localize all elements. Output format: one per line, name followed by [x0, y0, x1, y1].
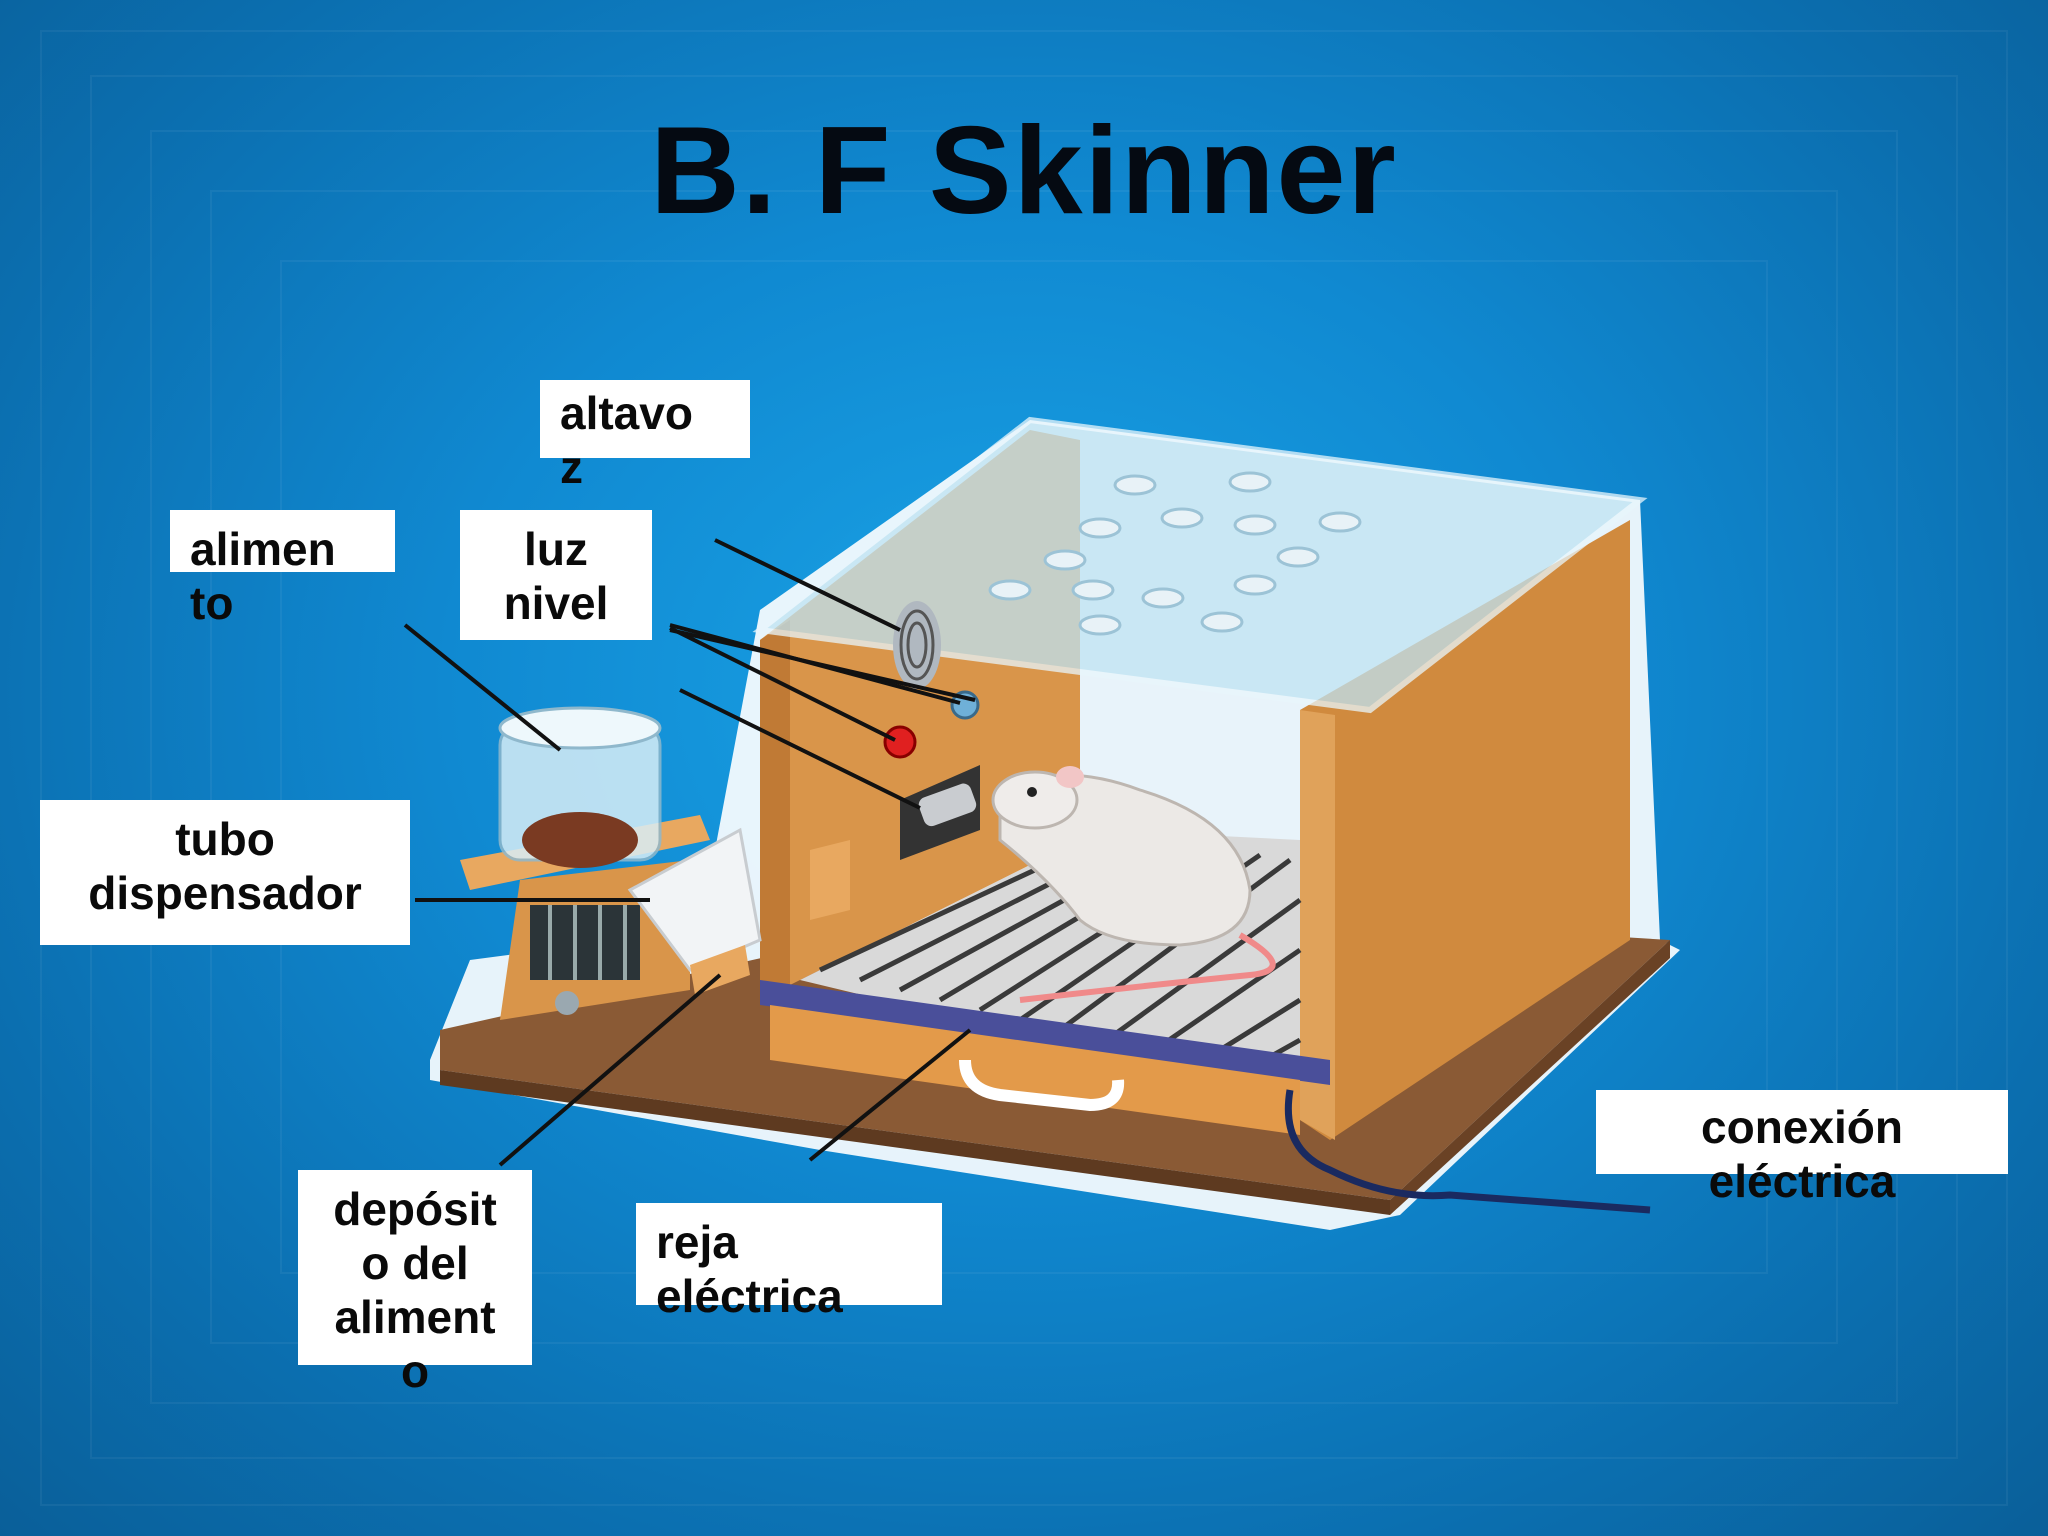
label-food-deposit: depósit o del aliment o: [298, 1170, 532, 1397]
bg-frame: [150, 130, 1898, 1404]
leader-lines: [403, 538, 976, 1167]
red-light-icon: [883, 725, 917, 759]
grid-connector-strip: [760, 980, 1330, 1085]
glass-lid: [752, 416, 1648, 714]
drawer: [770, 1005, 1300, 1135]
label-dispenser-tube: tubo dispensador: [40, 800, 410, 945]
base-board-side: [1390, 940, 1670, 1215]
bg-frame: [210, 190, 1838, 1344]
label-speaker: altavo z: [540, 380, 750, 493]
bg-frame: [280, 260, 1768, 1274]
feeder-slot: [810, 840, 850, 920]
page-title: B. F Skinner: [650, 102, 1398, 240]
lid-holes: [988, 471, 1362, 636]
label-light-level: luz nivel: [460, 510, 652, 640]
base-board-front: [440, 1070, 1390, 1215]
front-panel-edge: [760, 620, 790, 1000]
right-wall-front-edge: [1300, 710, 1335, 1140]
speaker-icon: [893, 601, 941, 689]
label-electric-grid: reja eléctrica: [636, 1203, 942, 1322]
label-electric-connection: conexión eléctrica: [1596, 1090, 2008, 1207]
bg-frame: [90, 75, 1958, 1459]
drawer-handle: [959, 1059, 1125, 1112]
electric-cable: [1284, 1089, 1651, 1214]
label-food: alimen to: [170, 510, 395, 629]
lever-icon: [918, 783, 977, 827]
rat-icon: [991, 766, 1276, 1003]
bg-frame: [40, 30, 2008, 1506]
